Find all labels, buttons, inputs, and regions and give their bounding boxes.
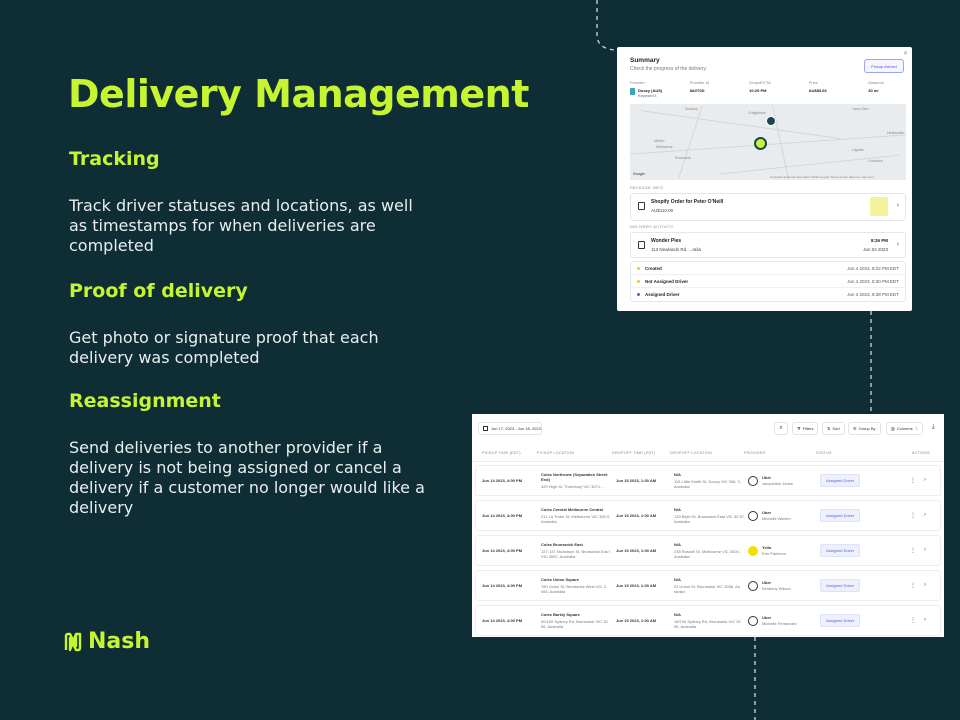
status-badge[interactable]: Assigned Driver: [820, 474, 861, 487]
more-options-icon[interactable]: ⋮: [910, 478, 916, 484]
meta-distance: Distance 30 mi: [868, 80, 884, 93]
status-dot-icon: [637, 266, 640, 270]
dashed-connector-middle: [870, 311, 872, 414]
pickup-arrived-button[interactable]: Pickup Arrived: [864, 59, 904, 73]
group-icon: ☰: [853, 426, 857, 431]
meta-provider: Provider Doozy (AUS) Keyword 1: [630, 80, 663, 98]
calendar-icon: [638, 241, 645, 249]
columns-button[interactable]: ▥Columns ·: [886, 422, 923, 435]
delivery-activity-card[interactable]: Wonder Pies 113 Newlands Rd, ...ralia 8:…: [630, 232, 906, 258]
summary-panel: ✕ Summary Check the progress of the deli…: [617, 47, 912, 311]
slide-title: Delivery Management: [68, 72, 529, 116]
delivery-meta: Provider Doozy (AUS) Keyword 1 Provider …: [630, 80, 904, 98]
section-body-reassignment: Send deliveries to another provider if a…: [69, 438, 425, 517]
driver-location-pin-icon: [766, 116, 776, 126]
chevron-right-icon[interactable]: ›: [924, 512, 926, 518]
search-icon: ⌕: [779, 425, 783, 431]
chevron-right-icon: ›: [896, 241, 899, 248]
columns-icon: ▥: [891, 426, 895, 431]
uber-logo-icon: [748, 580, 758, 591]
table-header: PICKUP TIME (EDT) PICKUP LOCATION DROPOF…: [472, 444, 944, 462]
status-badge[interactable]: Assigned Driver: [820, 544, 861, 557]
meta-dropoff-eta: Dropoff ETA 10:25 PM: [749, 80, 771, 93]
nash-logo-text: Nash: [88, 629, 151, 654]
proof-photo-thumbnail[interactable]: [870, 197, 888, 216]
yello-logo-icon: [748, 545, 758, 556]
sort-button[interactable]: ⇅Sort: [822, 422, 845, 435]
section-title-tracking: Tracking: [69, 148, 160, 170]
status-dot-icon: [637, 279, 640, 283]
package-icon: [638, 202, 645, 210]
table-toolbar: Jun 17, 2023 - Jun 18, 2023 ⌕ ⧩Filters ⇅…: [472, 414, 944, 442]
search-button[interactable]: ⌕: [774, 422, 788, 435]
calendar-icon: [483, 426, 488, 431]
group-by-button[interactable]: ☰Group By: [848, 422, 881, 435]
sort-icon: ⇅: [827, 426, 831, 431]
status-dot-icon: [637, 293, 640, 296]
dashed-connector-top: [596, 0, 615, 51]
status-badge[interactable]: Assigned Driver: [820, 509, 861, 522]
delivery-map[interactable]: Sunbury Craigieburn Melton Melbourne Roc…: [630, 104, 906, 180]
timeline-item: Created Jun 4 2023, 8:22 PM EDT: [631, 262, 905, 275]
download-icon[interactable]: ⤓: [932, 424, 935, 430]
status-badge[interactable]: Assigned Driver: [820, 579, 861, 592]
summary-subtitle: Check the progress of the delivery.: [630, 66, 707, 72]
nash-logo-icon: [64, 632, 82, 651]
timeline-item: Not Assigned Driver Jun 4 2023, 8:30 PM …: [631, 275, 905, 288]
section-title-reassignment: Reassignment: [69, 390, 221, 412]
deliveries-table-panel: Jun 17, 2023 - Jun 18, 2023 ⌕ ⧩Filters ⇅…: [472, 414, 944, 637]
section-title-proof: Proof of delivery: [69, 280, 248, 302]
dashed-connector-bottom: [754, 637, 756, 720]
package-info-label: PACKAGE INFO: [630, 185, 664, 190]
close-icon[interactable]: ✕: [902, 51, 908, 57]
more-options-icon[interactable]: ⋮: [910, 513, 916, 519]
meta-price: Price AU$83.66: [808, 80, 827, 93]
nash-logo: Nash: [64, 629, 150, 654]
section-body-tracking: Track driver statuses and locations, as …: [69, 196, 413, 255]
meta-provider-id: Provider Id 8A0T0D: [689, 80, 709, 93]
package-card[interactable]: Shopify Order for Peter O'Neill AU$110.0…: [630, 193, 906, 221]
provider-logo-icon: [630, 88, 635, 95]
section-body-proof: Get photo or signature proof that each d…: [69, 328, 379, 367]
destination-pin-icon: [754, 137, 767, 150]
filter-icon: ⧩: [797, 426, 801, 431]
uber-logo-icon: [748, 510, 758, 521]
chevron-right-icon[interactable]: ›: [924, 582, 926, 588]
timeline-item: Assigned Driver Jun 4 2023, 8:38 PM EDT: [631, 288, 905, 301]
uber-logo-icon: [748, 475, 758, 486]
columns-count-badge: ·: [914, 426, 918, 431]
date-range-picker[interactable]: Jun 17, 2023 - Jun 18, 2023: [478, 422, 542, 435]
chevron-right-icon[interactable]: ›: [924, 477, 926, 483]
chevron-right-icon[interactable]: ›: [924, 617, 926, 623]
more-options-icon[interactable]: ⋮: [910, 583, 916, 589]
more-options-icon[interactable]: ⋮: [910, 548, 916, 554]
delivery-activity-label: DELIVERY ACTIVITY: [630, 224, 674, 229]
chevron-right-icon: ›: [896, 202, 899, 209]
more-options-icon[interactable]: ⋮: [910, 618, 916, 624]
activity-timeline: Created Jun 4 2023, 8:22 PM EDT Not Assi…: [630, 261, 906, 302]
uber-logo-icon: [748, 615, 758, 626]
summary-title: Summary: [630, 57, 660, 64]
filters-button[interactable]: ⧩Filters: [792, 422, 819, 435]
status-badge[interactable]: Assigned Driver: [820, 614, 861, 627]
chevron-right-icon[interactable]: ›: [924, 547, 926, 553]
